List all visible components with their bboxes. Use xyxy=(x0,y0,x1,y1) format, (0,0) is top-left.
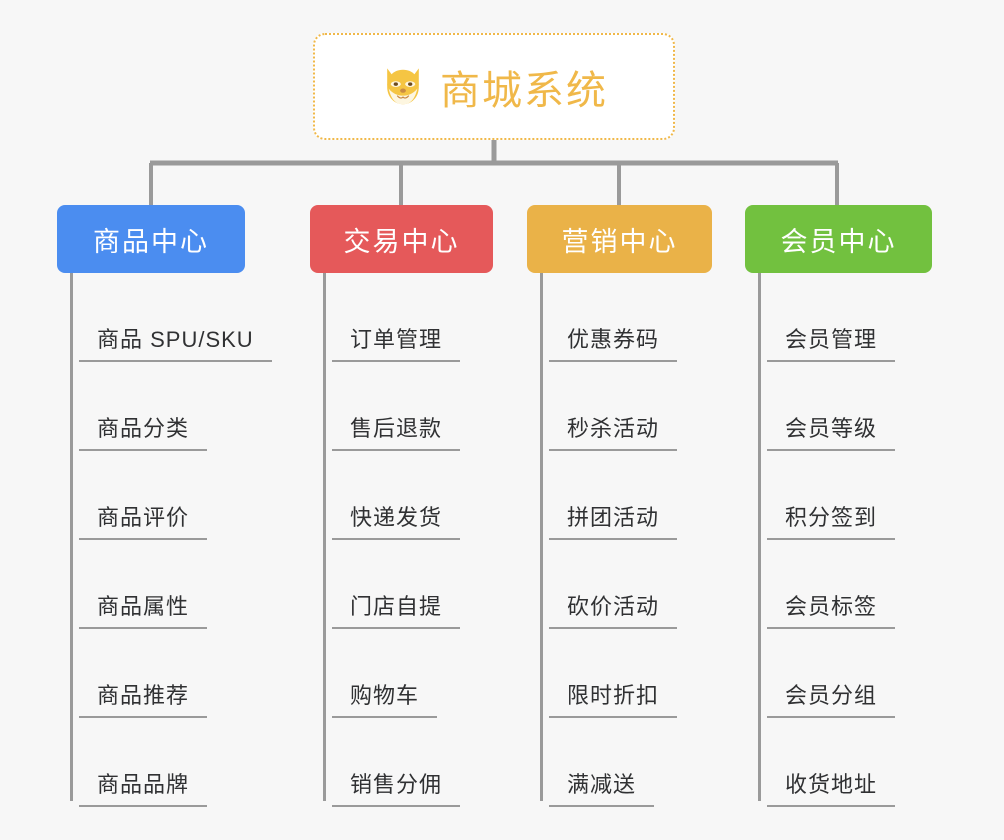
leaf-spine-2 xyxy=(323,273,326,801)
leaf-item[interactable]: 购物车 xyxy=(332,629,493,718)
leaf-label: 优惠券码 xyxy=(549,322,678,362)
branch-交易中心: 交易中心 订单管理 售后退款 快递发货 门店自提 购物车 销售分佣 xyxy=(310,205,493,807)
leaf-item[interactable]: 商品分类 xyxy=(79,362,245,451)
leaf-item[interactable]: 秒杀活动 xyxy=(549,362,712,451)
leaf-label: 会员标签 xyxy=(767,589,896,629)
leaf-item[interactable]: 优惠券码 xyxy=(549,273,712,362)
leaf-item[interactable]: 售后退款 xyxy=(332,362,493,451)
branch-header-label-4: 会员中心 xyxy=(780,226,897,257)
shiba-dog-face-icon xyxy=(380,64,426,110)
leaf-label: 商品推荐 xyxy=(79,678,208,718)
leaf-item[interactable]: 会员等级 xyxy=(767,362,932,451)
leaf-list-3: 优惠券码 秒杀活动 拼团活动 砍价活动 限时折扣 满减送 xyxy=(527,273,712,807)
leaf-label: 商品评价 xyxy=(79,500,208,540)
leaf-item[interactable]: 会员管理 xyxy=(767,273,932,362)
leaf-item[interactable]: 商品品牌 xyxy=(79,718,245,807)
leaf-spine-1 xyxy=(70,273,73,801)
leaf-spine-3 xyxy=(540,273,543,801)
leaf-item[interactable]: 会员标签 xyxy=(767,540,932,629)
leaf-item[interactable]: 商品评价 xyxy=(79,451,245,540)
leaf-label: 购物车 xyxy=(332,678,438,718)
leaf-item[interactable]: 快递发货 xyxy=(332,451,493,540)
leaf-item[interactable]: 商品属性 xyxy=(79,540,245,629)
branch-header-label-1: 商品中心 xyxy=(93,226,209,257)
leaf-item[interactable]: 限时折扣 xyxy=(549,629,712,718)
branch-header-label-3: 营销中心 xyxy=(561,226,678,257)
branch-header-1[interactable]: 商品中心 xyxy=(57,205,245,273)
leaf-item[interactable]: 收货地址 xyxy=(767,718,932,807)
leaf-item[interactable]: 商品推荐 xyxy=(79,629,245,718)
branch-header-4[interactable]: 会员中心 xyxy=(745,205,932,273)
leaf-label: 拼团活动 xyxy=(549,500,678,540)
leaf-item[interactable]: 拼团活动 xyxy=(549,451,712,540)
leaf-list-4: 会员管理 会员等级 积分签到 会员标签 会员分组 收货地址 xyxy=(745,273,932,807)
leaf-label: 快递发货 xyxy=(332,500,461,540)
leaf-item[interactable]: 门店自提 xyxy=(332,540,493,629)
leaf-list-1: 商品 SPU/SKU 商品分类 商品评价 商品属性 商品推荐 商品品牌 xyxy=(57,273,272,807)
leaf-label: 会员分组 xyxy=(767,678,896,718)
branch-会员中心: 会员中心 会员管理 会员等级 积分签到 会员标签 会员分组 收货地址 xyxy=(745,205,932,807)
branch-header-2[interactable]: 交易中心 xyxy=(310,205,493,273)
leaf-label: 积分签到 xyxy=(767,500,896,540)
leaf-item[interactable]: 积分签到 xyxy=(767,451,932,540)
leaf-spine-4 xyxy=(758,273,761,801)
leaf-label: 订单管理 xyxy=(332,322,461,362)
root-title: 商城系统 xyxy=(440,68,608,113)
leaf-list-2: 订单管理 售后退款 快递发货 门店自提 购物车 销售分佣 xyxy=(310,273,493,807)
leaf-label: 商品品牌 xyxy=(79,767,208,807)
leaf-label: 售后退款 xyxy=(332,411,461,451)
root-node[interactable]: 商城系统 xyxy=(313,33,675,140)
leaf-label: 限时折扣 xyxy=(549,678,678,718)
branch-营销中心: 营销中心 优惠券码 秒杀活动 拼团活动 砍价活动 限时折扣 满减送 xyxy=(527,205,712,807)
leaf-item[interactable]: 销售分佣 xyxy=(332,718,493,807)
branch-header-label-2: 交易中心 xyxy=(343,226,460,257)
leaf-label: 门店自提 xyxy=(332,589,461,629)
leaf-label: 砍价活动 xyxy=(549,589,678,629)
leaf-label: 会员管理 xyxy=(767,322,896,362)
leaf-label: 会员等级 xyxy=(767,411,896,451)
leaf-item[interactable]: 订单管理 xyxy=(332,273,493,362)
leaf-item[interactable]: 会员分组 xyxy=(767,629,932,718)
leaf-label: 商品分类 xyxy=(79,411,208,451)
leaf-item[interactable]: 砍价活动 xyxy=(549,540,712,629)
branch-商品中心: 商品中心 商品 SPU/SKU 商品分类 商品评价 商品属性 商品推荐 商品品牌 xyxy=(57,205,272,807)
branch-header-3[interactable]: 营销中心 xyxy=(527,205,712,273)
leaf-item[interactable]: 商品 SPU/SKU xyxy=(79,273,272,362)
leaf-label: 销售分佣 xyxy=(332,767,461,807)
leaf-label: 商品属性 xyxy=(79,589,208,629)
leaf-label: 满减送 xyxy=(549,767,655,807)
leaf-label: 商品 SPU/SKU xyxy=(79,322,272,362)
leaf-label: 秒杀活动 xyxy=(549,411,678,451)
leaf-item[interactable]: 满减送 xyxy=(549,718,712,807)
leaf-label: 收货地址 xyxy=(767,767,896,807)
